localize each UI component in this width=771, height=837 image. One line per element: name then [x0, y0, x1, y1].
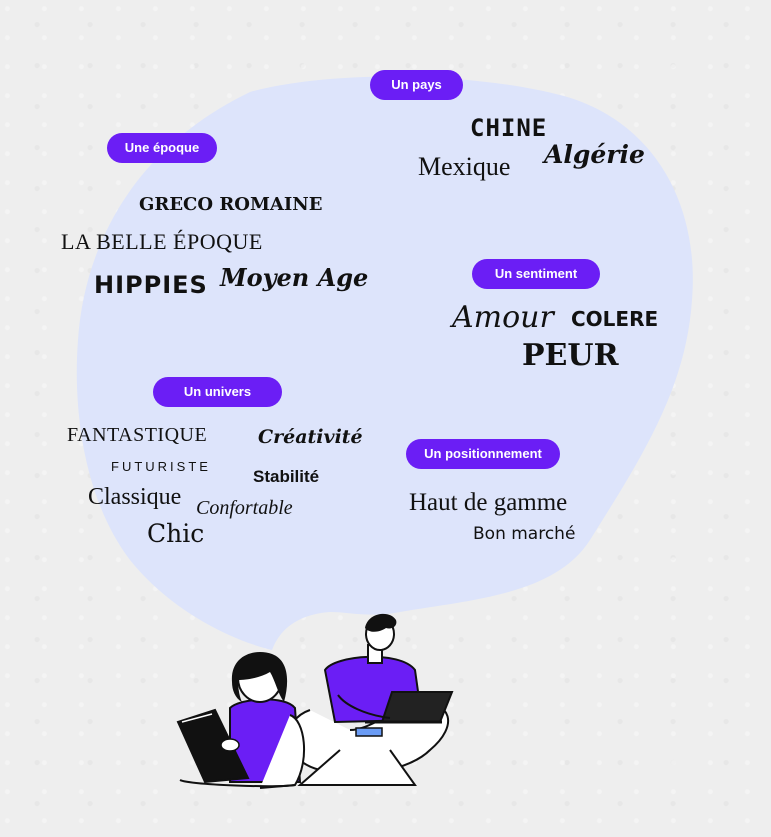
man-with-laptop-icon	[287, 613, 454, 786]
word-colere: COLERE	[571, 307, 659, 331]
word-amour: Amour	[452, 300, 554, 335]
word-greco-romaine: GRECO ROMAINE	[139, 194, 323, 215]
word-hippies: HIPPIES	[94, 271, 208, 299]
people-illustration	[176, 613, 454, 789]
word-belle-epoque: LA BELLE ÉPOQUE	[61, 229, 263, 254]
word-classique: Classique	[88, 484, 182, 510]
woman-reading-icon	[176, 652, 306, 789]
word-moyen-age: Moyen Age	[220, 263, 369, 292]
word-chine: CHINE	[470, 114, 548, 142]
category-positionnement-pill: Un positionnement	[406, 439, 560, 469]
word-futuriste: FUTURISTE	[111, 459, 211, 474]
category-univers-pill: Un univers	[153, 377, 282, 407]
word-creativite: Créativité	[258, 426, 363, 448]
word-haut-de-gamme: Haut de gamme	[409, 489, 568, 516]
word-algerie: Algérie	[544, 140, 645, 169]
word-fantastique: FANTASTIQUE	[67, 424, 208, 446]
word-chic: Chic	[147, 519, 205, 548]
word-mexique: Mexique	[418, 152, 511, 181]
category-epoque-pill: Une époque	[107, 133, 217, 163]
category-pays-pill: Un pays	[370, 70, 463, 100]
word-peur: PEUR	[522, 338, 619, 373]
word-confortable: Confortable	[196, 497, 293, 519]
word-bon-marche: Bon marché	[473, 524, 576, 544]
category-sentiment-pill: Un sentiment	[472, 259, 600, 289]
word-stabilite: Stabilité	[253, 467, 320, 486]
